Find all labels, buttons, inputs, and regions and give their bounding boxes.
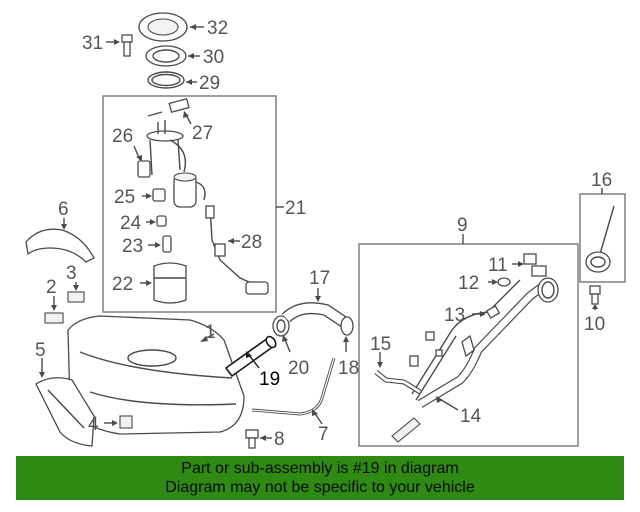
part-4-clip [104,415,133,429]
callout-30: 30 [203,47,224,68]
part-16-fuel-cap [585,205,615,273]
part-20-clamp [272,315,291,353]
info-banner: Part or sub-assembly is #19 in diagram D… [16,456,624,500]
callout-29: 29 [199,73,220,94]
part-32-seal-ring [138,12,204,42]
banner-line-1: Part or sub-assembly is #19 in diagram [181,460,459,477]
callout-27: 27 [192,123,213,144]
part-1-fuel-tank [67,315,245,435]
part-8-bolt [245,429,272,449]
callout-23: 23 [122,236,143,257]
group-box-21 [102,95,277,313]
part-3-pad [67,282,85,303]
part-2-pad [44,296,64,324]
callout-24: 24 [120,213,142,234]
exploded-parts-diagram: 32 31 30 29 21 27 [25,12,626,450]
callout-2: 2 [46,277,57,298]
part-6-heat-shield [25,218,95,263]
callout-21: 21 [285,198,306,219]
filler-pipe [411,277,559,408]
callout-8: 8 [274,429,285,450]
callout-18: 18 [338,358,359,379]
part-15-vent-tube [374,352,422,395]
part-5-under-shield [35,358,95,447]
part-23-sensor [148,235,172,253]
part-27-bracket [147,98,192,125]
fuel-pump-motor [173,172,206,208]
part-7-tank-strap [251,357,336,425]
part-31-bolt [106,34,133,57]
group-box-9 [358,243,579,447]
callout-22: 22 [112,274,133,295]
part-30-lock-ring [145,45,200,67]
callout-15: 15 [370,334,391,355]
callout-32: 32 [207,18,228,39]
part-12-grommet [488,277,511,287]
callout-11: 11 [488,255,508,276]
callout-17: 17 [309,268,330,289]
callout-28: 28 [241,232,262,253]
callout-7: 7 [318,424,329,445]
callout-25: 25 [114,187,135,208]
part-26-filter [133,145,151,178]
callout-20: 20 [288,358,309,379]
part-29-gasket [147,71,197,89]
callout-19: 19 [259,369,280,390]
callout-6: 6 [58,199,69,220]
part-11-clip [512,253,547,277]
part-13-clip [472,305,501,319]
callout-31: 31 [82,33,103,54]
part-10-screw [589,285,601,310]
box-9-hardware [391,331,475,443]
callout-5: 5 [35,340,46,361]
part-18-clamp [340,316,354,352]
callout-13: 13 [444,305,465,326]
callout-10: 10 [584,314,605,335]
part-19-filler-hose [224,335,277,378]
callout-1: 1 [205,322,216,343]
callout-26: 26 [112,126,133,147]
callout-16: 16 [591,170,612,191]
fuel-pump-assembly [146,120,187,176]
part-25-regulator [142,188,166,202]
part-17-hose [281,288,348,327]
part-28-level-sender [205,205,269,295]
banner-line-2: Diagram may not be specific to your vehi… [165,479,475,496]
callout-4: 4 [88,414,99,435]
callout-9: 9 [457,215,468,236]
callout-12: 12 [458,273,479,294]
part-22-reservoir [140,262,187,304]
part-24-valve [146,215,167,227]
callout-14: 14 [460,406,482,427]
callout-3: 3 [66,263,77,284]
part-14-leader [436,396,459,411]
